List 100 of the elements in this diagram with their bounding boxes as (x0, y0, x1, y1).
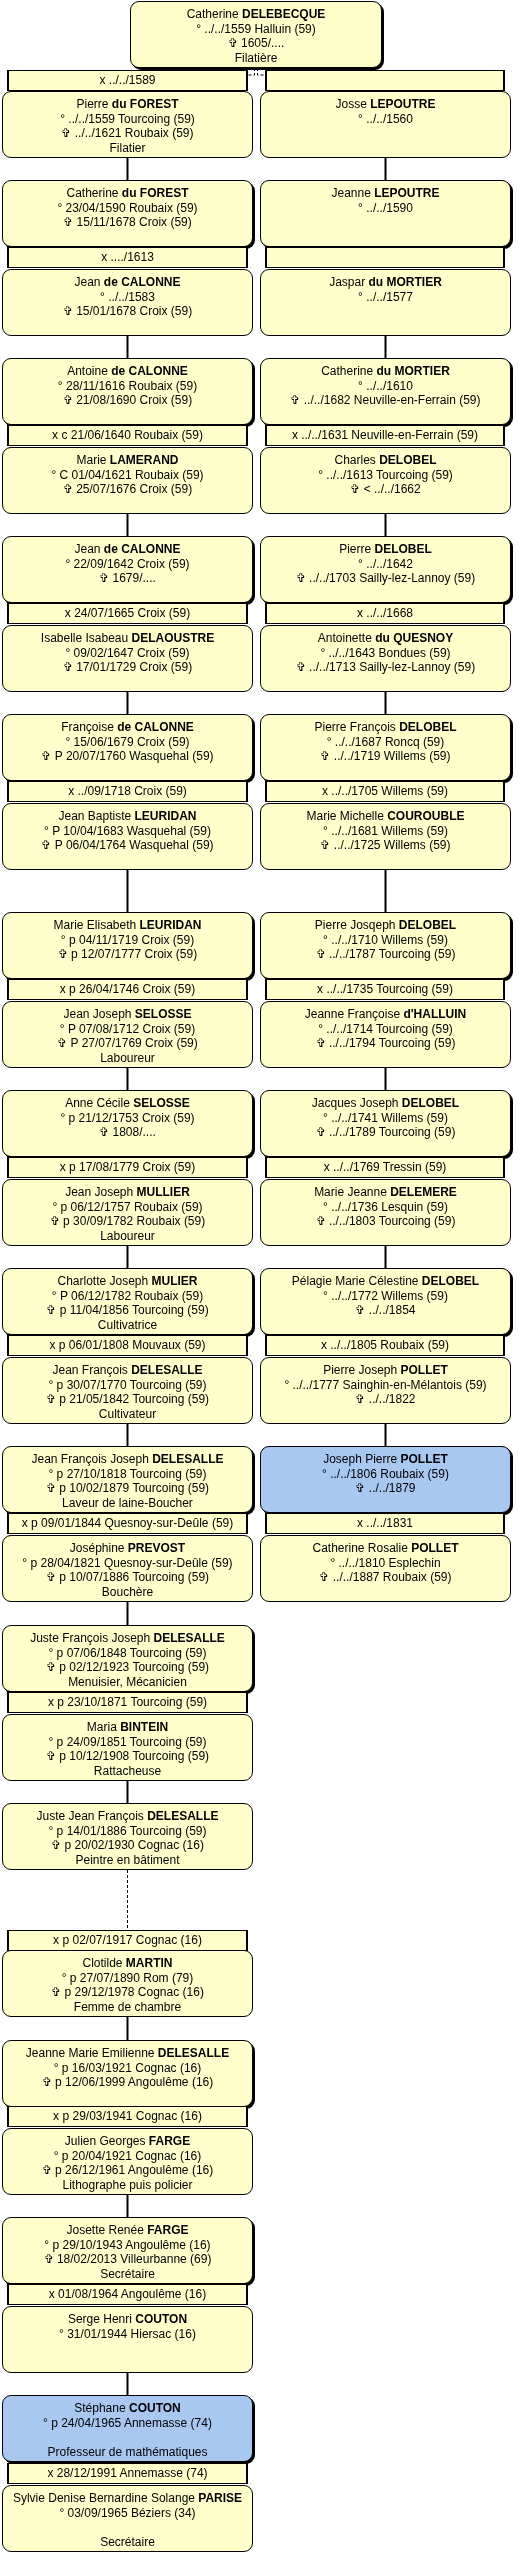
marriage-bar (7, 70, 248, 91)
person-detail: Femme de chambre (73, 1999, 182, 2014)
person-name: Antoine de CALONNE (67, 364, 188, 379)
person-box (130, 1, 382, 68)
person-detail: Laveur de laine-Boucher (62, 1495, 193, 1510)
connector-line (384, 1245, 387, 1269)
person-detail: ° ../../1681 Willems (59) (323, 823, 448, 838)
person-name: Catherine du MORTIER (321, 364, 450, 379)
person-detail: ✞ ../../1789 Tourcoing (59) (315, 1125, 456, 1140)
person-name: Jeanne Marie Emilienne DELESALLE (25, 2046, 230, 2061)
marriage-bar (265, 1157, 505, 1178)
person-detail: ✞ p 11/04/1856 Tourcoing (59) (46, 1303, 209, 1318)
person-box (2, 358, 253, 425)
person-name: Juste Jean François DELESALLE (36, 1809, 219, 1824)
person-name: Jaspar du MORTIER (329, 275, 442, 290)
person-name: Jean Joseph MULLIER (65, 1185, 190, 1200)
person-detail: ° p 27/10/1818 Tourcoing (59) (48, 1466, 207, 1481)
connector-line (126, 1245, 129, 1269)
person-detail: ° ../../1559 Tourcoing (59) (60, 111, 195, 126)
connector-line (384, 513, 387, 537)
marriage-date: x ../../1589 (99, 72, 156, 89)
person-name: Stéphane COUTON (74, 2401, 181, 2416)
person-box (2, 536, 253, 603)
person-detail: ✞ p 12/07/1777 Croix (59) (57, 947, 198, 962)
marriage-bar (265, 70, 505, 91)
person-box (2, 1625, 253, 1692)
person-box (260, 269, 511, 336)
connector-line (384, 869, 387, 913)
person-box (2, 803, 253, 870)
marriage-date: x 01/08/1964 Angoulême (16) (48, 2286, 207, 2303)
person-name: Catherine du FOREST (66, 186, 189, 201)
connector-line (384, 1067, 387, 1091)
person-detail: ✞ p 10/07/1886 Tourcoing (59) (45, 1570, 210, 1585)
person-detail: ° 22/09/1642 Croix (59) (65, 556, 190, 571)
person-box (2, 1714, 253, 1781)
person-box (2, 1001, 253, 1068)
marriage-bar (7, 1930, 248, 1951)
person-detail: Secrétaire (100, 2266, 155, 2281)
person-detail: ✞ p 02/12/1923 Tourcoing (59) (45, 1660, 210, 1675)
connector-line (126, 513, 129, 537)
marriage-date: x p 29/03/1941 Cognac (16) (53, 2108, 202, 2125)
marriage-date: x ../../1769 Tressin (59) (323, 1159, 447, 1176)
marriage-bar (265, 979, 505, 1000)
person-box (260, 447, 511, 514)
person-name: Françoise de CALONNE (61, 720, 194, 735)
marriage-date: x 28/12/1991 Annemasse (74) (47, 2465, 208, 2482)
person-detail: ° ../../1560 (358, 111, 413, 126)
person-detail: Laboureur (100, 1050, 155, 1065)
marriage-date: x ../../1668 (356, 605, 413, 622)
person-detail: ° ../../1590 (358, 200, 413, 215)
marriage-bar (7, 1157, 248, 1178)
marriage-bar (7, 1692, 248, 1713)
marriage-bar (265, 425, 505, 446)
person-name: Pierre François DELOBEL (314, 720, 457, 735)
person-detail: ✞ 17/01/1729 Croix (59) (62, 660, 193, 675)
person-detail: ✞ 1808/.... (99, 1125, 156, 1140)
person-name: Jacques Joseph DELOBEL (311, 1096, 460, 1111)
person-box (2, 2395, 253, 2462)
connector-line (384, 1423, 387, 1447)
marriage-bar (265, 781, 505, 802)
person-box (2, 625, 253, 692)
person-detail: Peintre en bâtiment (75, 1852, 180, 1867)
person-detail: ° p 06/12/1757 Roubaix (59) (52, 1199, 203, 1214)
person-detail: ° p 27/07/1890 Rom (79) (61, 1970, 194, 1985)
person-box (260, 1357, 511, 1424)
person-detail: ° ../../1810 Esplechin (330, 1555, 441, 1570)
person-box (2, 180, 253, 247)
person-detail: ° p 07/06/1848 Tourcoing (59) (48, 1645, 207, 1660)
person-name: Antoinette du QUESNOY (317, 631, 454, 646)
marriage-bar (7, 247, 248, 268)
person-name: Jeanne LEPOUTRE (331, 186, 440, 201)
person-box (2, 1179, 253, 1246)
person-name: Charlotte Joseph MULIER (57, 1274, 198, 1289)
person-detail: ° ../../1710 Willems (59) (323, 932, 448, 947)
marriage-date: x p 23/10/1871 Tourcoing (59) (47, 1694, 208, 1711)
marriage-bar (7, 781, 248, 802)
person-name: Pierre du FOREST (76, 97, 179, 112)
marriage-date: x p 02/07/1917 Cognac (16) (53, 1932, 202, 1949)
person-detail: ✞ P 20/07/1760 Wasquehal (59) (41, 749, 214, 764)
connector-line (257, 67, 266, 76)
connector-line (384, 157, 387, 181)
person-name: Isabelle Isabeau DELAOUSTRE (40, 631, 215, 646)
person-box (2, 1357, 253, 1424)
connector-line (126, 2372, 129, 2396)
connector-line (384, 335, 387, 359)
person-detail: ✞ 15/11/1678 Croix (59) (63, 215, 192, 230)
person-name: Jean de CALONNE (74, 275, 181, 290)
person-box (260, 1090, 511, 1157)
person-name: Jean Joseph SELOSSE (63, 1007, 192, 1022)
person-box (260, 180, 511, 247)
marriage-date: x ../../1735 Tourcoing (59) (317, 981, 453, 998)
connector-line (126, 157, 129, 181)
person-box (2, 269, 253, 336)
marriage-date: x p 17/08/1779 Croix (59) (59, 1159, 196, 1176)
person-name: Josse LEPOUTRE (335, 97, 436, 112)
person-box (2, 2128, 253, 2195)
marriage-bar (7, 979, 248, 1000)
person-detail: ° ../../1687 Roncq (59) (326, 734, 445, 749)
person-name: Marie Jeanne DELEMERE (314, 1185, 457, 1200)
person-name: Pierre Joseph POLLET (323, 1363, 448, 1378)
